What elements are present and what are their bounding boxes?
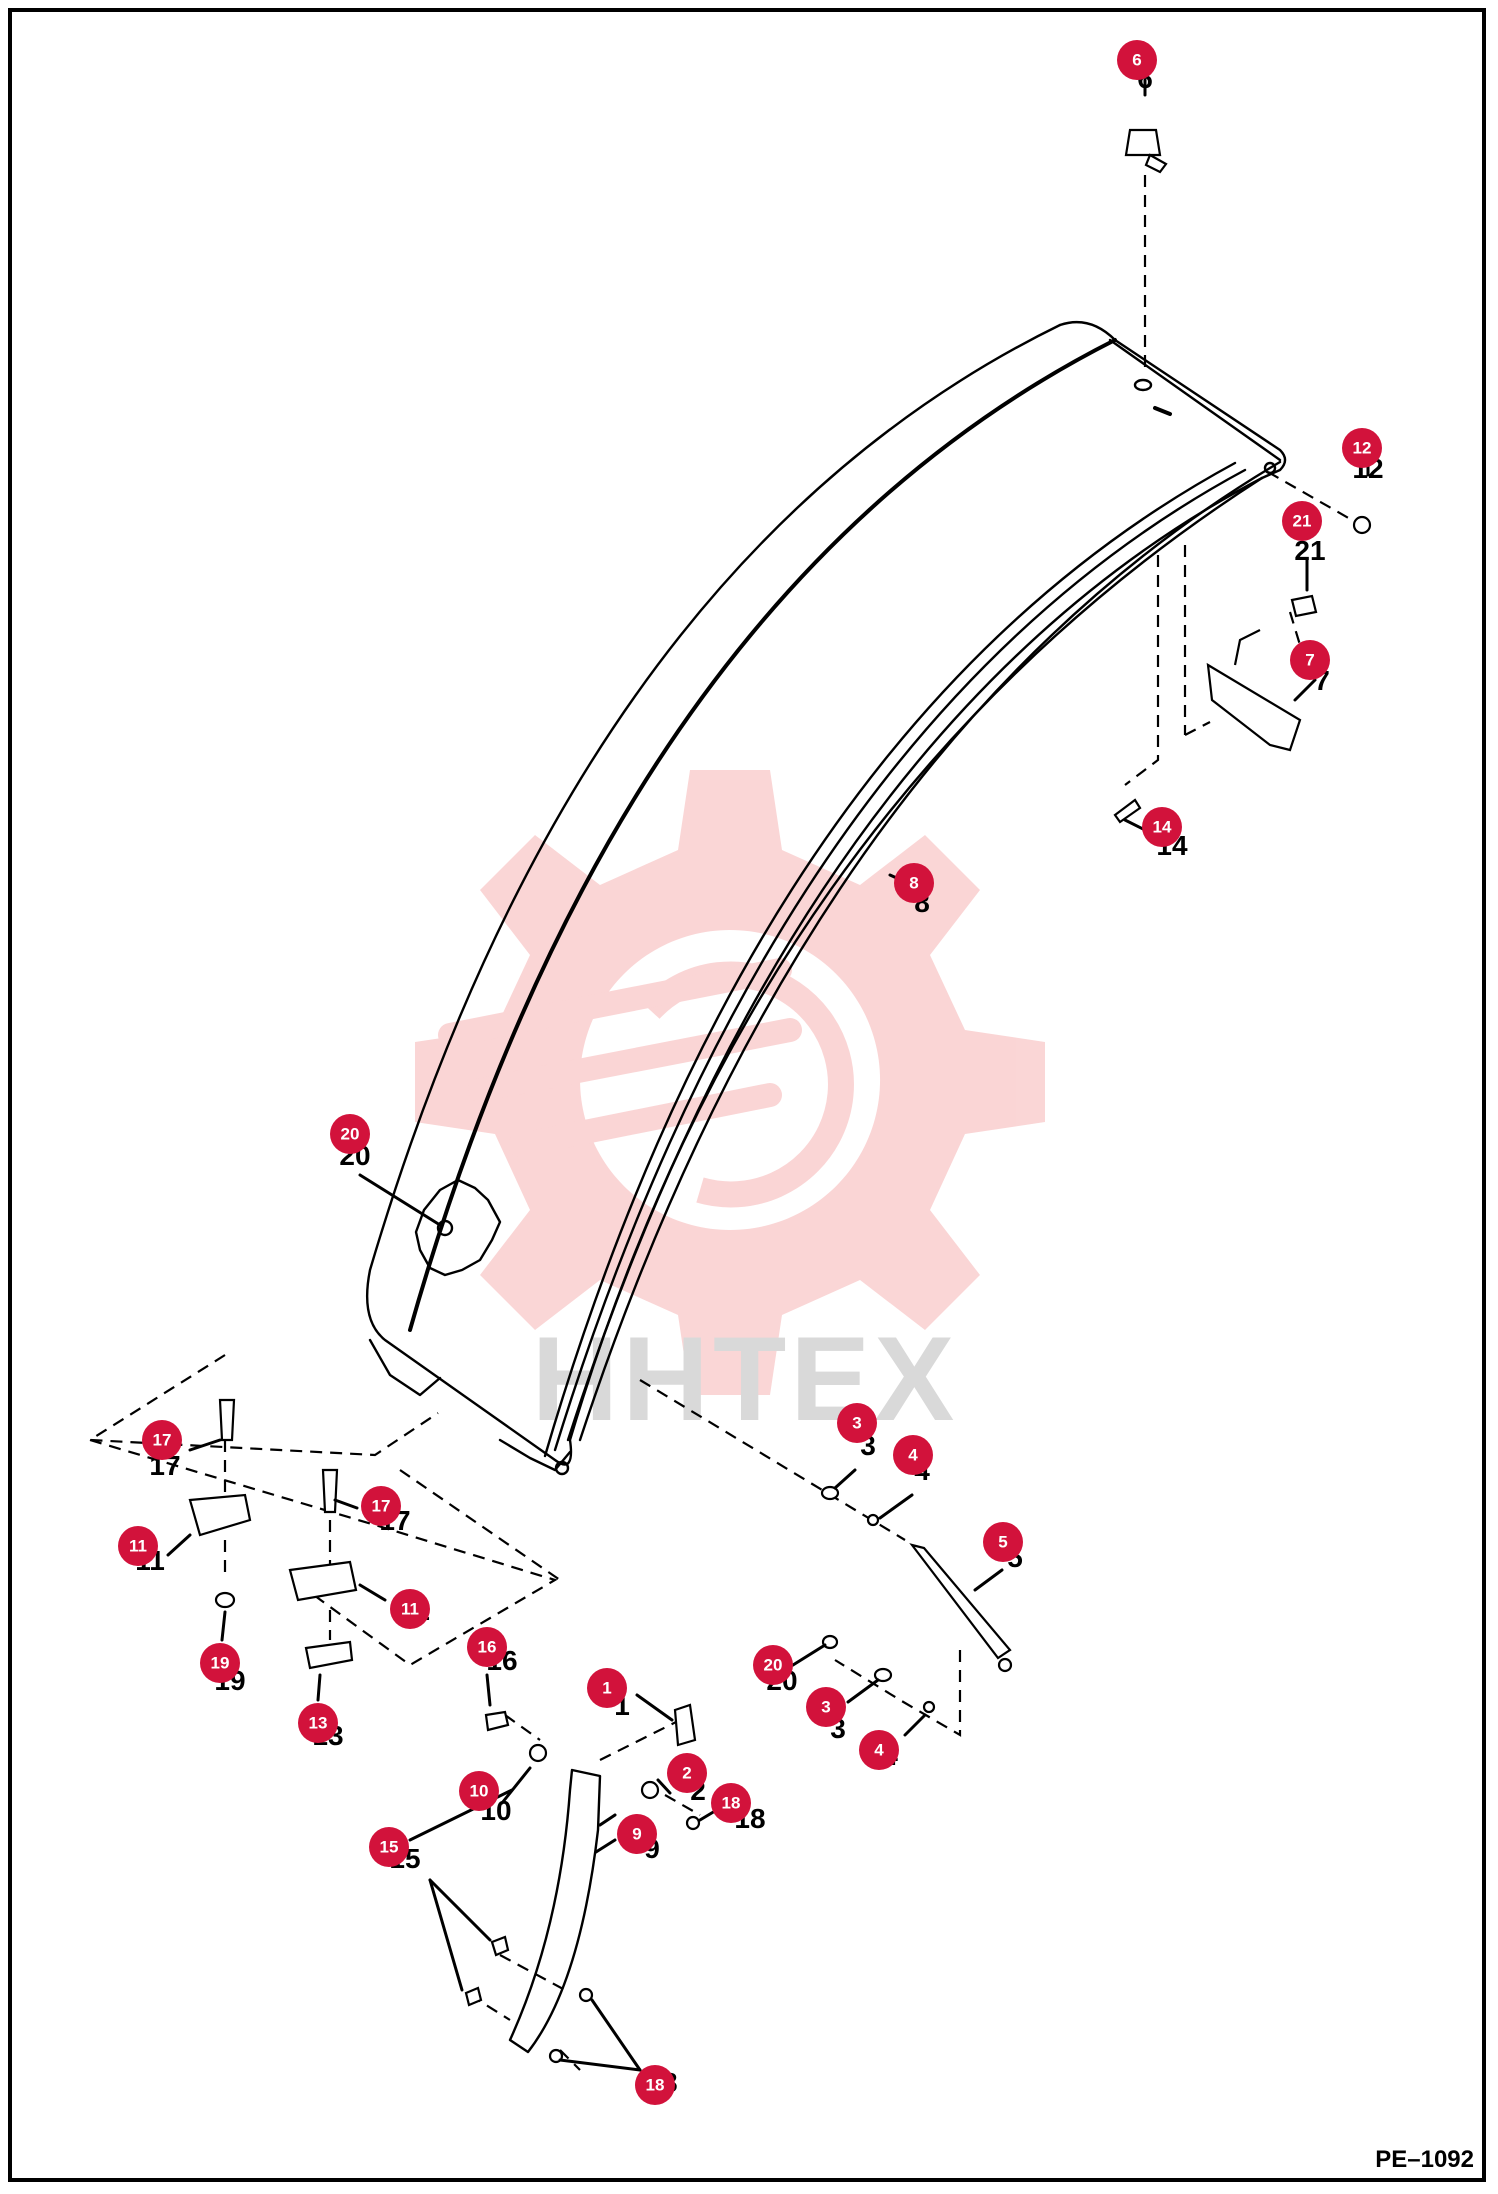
svg-text:4: 4 (908, 1446, 918, 1465)
callout-badge[interactable]: 13 (298, 1703, 338, 1743)
callout-badge[interactable]: 5 (983, 1522, 1023, 1562)
svg-text:3: 3 (821, 1698, 830, 1717)
callout-badge[interactable]: 18 (635, 2065, 675, 2105)
callout-badge[interactable]: 21 (1282, 501, 1322, 541)
callout-badge[interactable]: 12 (1342, 428, 1382, 468)
svg-text:13: 13 (309, 1714, 328, 1733)
callout-badge[interactable]: 20 (753, 1645, 793, 1685)
svg-text:7: 7 (1305, 651, 1314, 670)
ghost-part-numbers: 6 12 21 7 14 8 20 3 4 5 17 17 11 11 19 1… (135, 63, 1383, 2098)
callout-badge[interactable]: 4 (893, 1435, 933, 1475)
svg-text:4: 4 (874, 1741, 884, 1760)
callout-badge[interactable]: 14 (1142, 807, 1182, 847)
svg-text:20: 20 (341, 1125, 360, 1144)
svg-text:17: 17 (153, 1431, 172, 1450)
callout-badge[interactable]: 19 (200, 1643, 240, 1683)
callout-badge[interactable]: 1 (587, 1668, 627, 1708)
svg-text:21: 21 (1293, 512, 1312, 531)
svg-text:12: 12 (1353, 439, 1372, 458)
callout-badge[interactable]: 10 (459, 1771, 499, 1811)
callout-badge[interactable]: 17 (142, 1420, 182, 1460)
svg-text:5: 5 (998, 1533, 1007, 1552)
callout-badge[interactable]: 11 (118, 1526, 158, 1566)
callout-badge[interactable]: 2 (667, 1753, 707, 1793)
svg-text:6: 6 (1132, 51, 1141, 70)
callout-badge[interactable]: 9 (617, 1814, 657, 1854)
svg-text:2: 2 (682, 1764, 691, 1783)
callout-badge[interactable]: 20 (330, 1114, 370, 1154)
svg-text:20: 20 (764, 1656, 783, 1675)
assembly-dash-lines (86, 175, 1353, 2071)
svg-text:9: 9 (632, 1825, 641, 1844)
callout-badge[interactable]: 7 (1290, 640, 1330, 680)
svg-text:16: 16 (478, 1638, 497, 1657)
svg-text:3: 3 (852, 1414, 861, 1433)
callout-badge[interactable]: 8 (894, 863, 934, 903)
diagram-code-label: PE–1092 (1375, 2146, 1474, 2173)
svg-text:11: 11 (129, 1537, 147, 1556)
callout-badge[interactable]: 4 (859, 1730, 899, 1770)
callout-badges: 6 12 21 7 14 8 20 3 4 5 17 17 11 11 19 1… (118, 40, 1382, 2105)
watermark-text: HHTEX (532, 1312, 959, 1446)
svg-text:14: 14 (1153, 818, 1172, 837)
callout-leaders (166, 78, 1370, 2072)
svg-text:19: 19 (211, 1654, 230, 1673)
callout-badge[interactable]: 11 (390, 1589, 430, 1629)
svg-text:18: 18 (646, 2076, 665, 2095)
callout-badge[interactable]: 18 (711, 1783, 751, 1823)
callout-badge[interactable]: 3 (837, 1403, 877, 1443)
svg-text:18: 18 (722, 1794, 741, 1813)
svg-text:17: 17 (372, 1497, 391, 1516)
callout-badge[interactable]: 6 (1117, 40, 1157, 80)
svg-text:1: 1 (602, 1679, 611, 1698)
hardware-parts (188, 128, 1372, 2064)
door-panel (366, 320, 1287, 1476)
svg-text:15: 15 (380, 1838, 399, 1857)
svg-text:8: 8 (909, 874, 918, 893)
callout-badge[interactable]: 17 (361, 1486, 401, 1526)
svg-text:11: 11 (401, 1600, 419, 1619)
callout-badge[interactable]: 16 (467, 1627, 507, 1667)
svg-text:10: 10 (470, 1782, 489, 1801)
watermark-gear-logo (415, 770, 1045, 1395)
callout-badge[interactable]: 3 (806, 1687, 846, 1727)
callout-badge[interactable]: 15 (369, 1827, 409, 1867)
diagram-frame (8, 8, 1486, 2182)
